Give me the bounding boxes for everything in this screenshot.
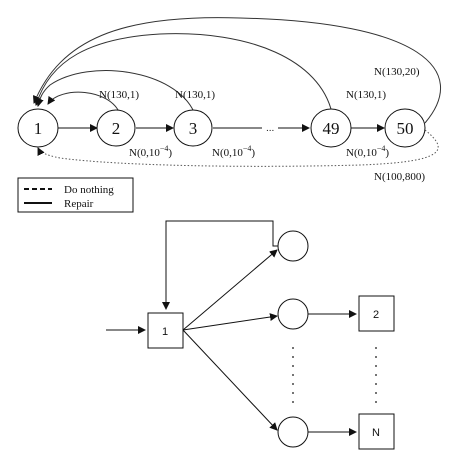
arrow-box1-to-circle-top — [182, 249, 278, 331]
arrow-box1-to-circle-mid — [182, 313, 278, 331]
arc-fifty-to-one — [32, 17, 442, 124]
box-2-label: 2 — [373, 309, 379, 321]
svg-text:N(0,10−4): N(0,10−4) — [129, 144, 172, 159]
arc-two-to-one — [47, 91, 121, 115]
arc-three-to-one — [35, 70, 195, 113]
label-one-to-two: N(0,10−4) — [129, 144, 172, 159]
label-two-to-one: N(130,1) — [99, 89, 139, 101]
state-1: 1 — [17, 108, 59, 148]
state-50: 50 — [384, 108, 426, 148]
legend-dashed-label: Do nothing — [64, 184, 114, 196]
svg-text:N(0,10−4): N(0,10−4) — [212, 144, 255, 159]
box-2: 2 — [358, 295, 395, 332]
svg-text:N(0,10−4): N(0,10−4) — [346, 144, 389, 159]
state-2-label: 2 — [112, 119, 121, 138]
label-fortynine-to-one: N(130,1) — [346, 89, 386, 101]
circle-bottom — [277, 416, 309, 448]
state-50-label: 50 — [397, 119, 414, 138]
label-two-to-three: N(0,10−4) — [212, 144, 255, 159]
state-2: 2 — [96, 109, 136, 147]
state-49-label: 49 — [323, 119, 340, 138]
arc-fortynine-to-one — [34, 33, 333, 114]
legend-solid-label: Repair — [64, 198, 94, 210]
label-three-to-one: N(130,1) — [175, 89, 215, 101]
circle-top — [277, 230, 309, 262]
box-ellipsis-dots — [375, 347, 377, 403]
box-n: N — [358, 413, 395, 450]
box-n-label: N — [372, 427, 380, 439]
label-fifty-dotted-to-one: N(100,800) — [374, 171, 425, 183]
legend: Do nothing Repair — [17, 177, 134, 213]
feedback-loop — [162, 220, 278, 310]
markov-chain-diagram: ... 1 2 3 49 50 N(130,1) N(130,1) N(130,… — [17, 17, 442, 213]
circle-mid — [277, 298, 309, 330]
dotted-arc-fifty-to-one — [37, 129, 439, 167]
source-box: 1 — [147, 312, 184, 349]
arrow-box1-to-circle-bottom — [182, 329, 278, 431]
circle-ellipsis-dots — [292, 347, 294, 403]
label-fifty-to-one: N(130,20) — [374, 66, 420, 78]
state-3-label: 3 — [189, 119, 198, 138]
state-49: 49 — [310, 108, 352, 148]
label-fortynine-to-fifty: N(0,10−4) — [346, 144, 389, 159]
source-box-label: 1 — [162, 326, 168, 338]
network-diagram: 1 2 — [106, 220, 395, 450]
chain-ellipsis: ... — [266, 123, 274, 134]
state-3: 3 — [173, 109, 213, 147]
state-1-label: 1 — [34, 119, 43, 138]
